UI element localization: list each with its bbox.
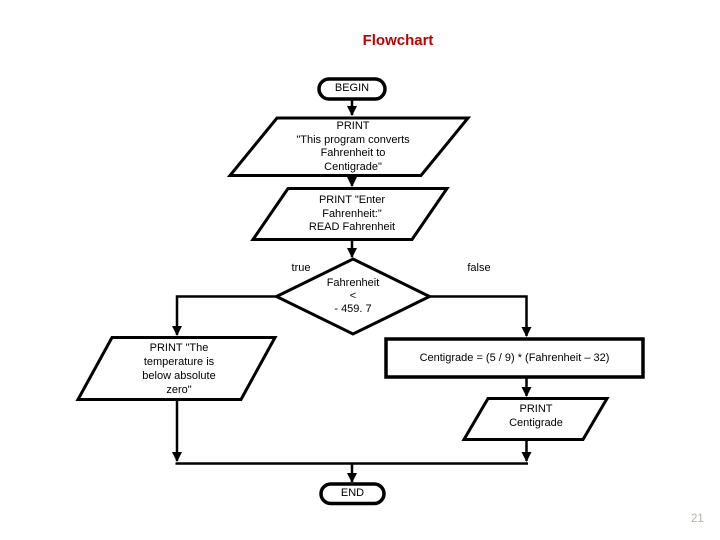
- connector-false-branch: [429, 295, 532, 337]
- print-below-zero-parallelogram: [75, 336, 278, 401]
- print-centigrade-parallelogram: [461, 397, 610, 441]
- compute-rectangle: [384, 337, 645, 379]
- connector-true-branch: [172, 295, 277, 336]
- end-terminator: [319, 482, 386, 506]
- slide-title: Flowchart: [362, 32, 434, 49]
- page-number: 21: [691, 513, 704, 525]
- decision-diamond: [273, 257, 433, 336]
- begin-terminator: [317, 77, 387, 101]
- print-enter-parallelogram: [250, 187, 450, 241]
- print-intro-parallelogram: [226, 116, 472, 177]
